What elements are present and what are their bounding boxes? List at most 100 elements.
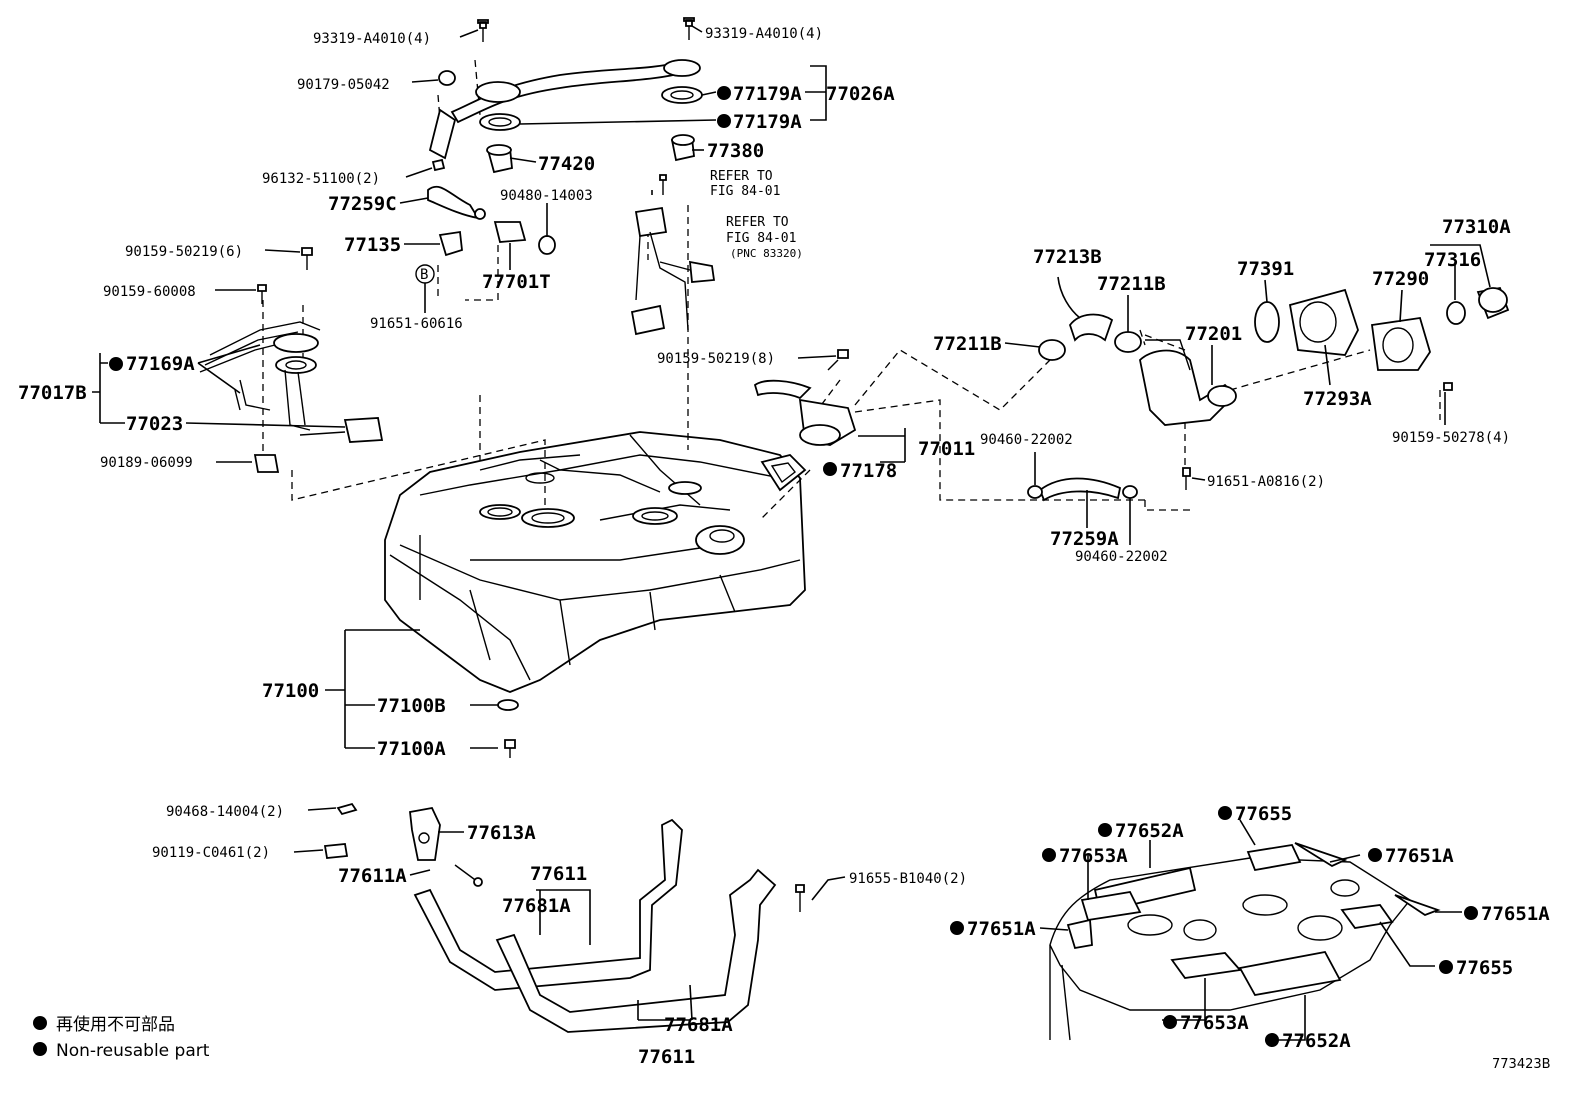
label-90460-1: 90460-22002 xyxy=(980,432,1073,448)
label-77169A: 77169A xyxy=(126,353,195,375)
seal-77316 xyxy=(1446,301,1466,325)
label-77651A-2: 77651A xyxy=(967,918,1036,940)
label-90189: 90189-06099 xyxy=(100,455,193,471)
gasket-77178 xyxy=(760,454,807,492)
label-77655-1: 77655 xyxy=(1235,803,1292,825)
housing-77290 xyxy=(1370,316,1431,371)
filler-pipe-77201 xyxy=(1139,339,1237,426)
label-77701T: 77701T xyxy=(482,271,551,293)
label-77316: 77316 xyxy=(1424,249,1481,271)
label-77179A-1: 77179A xyxy=(733,83,802,105)
label-77026A: 77026A xyxy=(826,83,895,105)
label-91651-60616: 91651-60616 xyxy=(370,316,463,332)
bolt-90119 xyxy=(323,843,349,859)
vent-tube-assembly xyxy=(428,59,701,160)
strap-77611-rear xyxy=(413,818,683,991)
hose-77213B xyxy=(1068,313,1114,342)
screw-icons xyxy=(257,17,1453,912)
label-refer-2a: REFER TO xyxy=(726,215,789,230)
label-77681A-2: 77681A xyxy=(664,1014,733,1036)
legend-jp: 再使用不可部品 xyxy=(56,1014,175,1035)
hose-77259A xyxy=(1027,477,1138,502)
valve-77701T xyxy=(474,208,527,243)
label-77017B: 77017B xyxy=(18,382,87,404)
label-90480: 90480-14003 xyxy=(500,188,593,204)
fuel-tank-77100 xyxy=(384,431,806,693)
label-77259C: 77259C xyxy=(328,193,397,215)
gasket-77391 xyxy=(1254,301,1280,343)
legend: 再使用不可部品 Non-reusable part xyxy=(56,1014,210,1061)
strap-77611-front xyxy=(495,868,777,1033)
fuel-tank-exploded-diagram: 93319-A4010(4) 93319-A4010(4) 90179-0504… xyxy=(18,17,1551,1072)
label-77380: 77380 xyxy=(707,140,764,162)
label-77611-1: 77611 xyxy=(530,863,587,885)
label-77611A: 77611A xyxy=(338,865,407,887)
bolt-90468 xyxy=(336,802,358,816)
label-77651A-3: 77651A xyxy=(1481,903,1550,925)
label-77211B-2: 77211B xyxy=(933,333,1002,355)
label-93319-left: 93319-A4010(4) xyxy=(313,31,431,47)
hose-77259C xyxy=(427,158,480,220)
label-93319-right: 93319-A4010(4) xyxy=(705,26,823,42)
clamp-77211B xyxy=(1038,331,1142,361)
non-reusable-markers xyxy=(33,86,1478,1056)
label-90119: 90119-C0461(2) xyxy=(152,845,270,861)
label-90159-6: 90159-50219(6) xyxy=(125,244,243,260)
grommet-77100B xyxy=(497,699,519,711)
label-90159-50278: 90159-50278(4) xyxy=(1392,430,1510,446)
label-91651-A0816: 91651-A0816(2) xyxy=(1207,474,1325,490)
bracket-77613A xyxy=(409,806,441,861)
label-77100A: 77100A xyxy=(377,738,446,760)
label-77391: 77391 xyxy=(1237,258,1294,280)
label-77179A-2: 77179A xyxy=(733,111,802,133)
label-90159-8: 90159-50219(8) xyxy=(657,351,775,367)
label-refer-2c: (PNC 83320) xyxy=(730,247,803,260)
label-77293A: 77293A xyxy=(1303,388,1372,410)
label-90159-60008: 90159-60008 xyxy=(103,284,196,300)
label-90460-2: 90460-22002 xyxy=(1075,549,1168,565)
gasket-77179A-bottom xyxy=(479,113,521,131)
label-91655: 91655-B1040(2) xyxy=(849,871,967,887)
valve-77380 xyxy=(670,134,695,162)
cap-77310A xyxy=(1476,286,1510,320)
label-77259A: 77259A xyxy=(1050,528,1119,550)
part-labels: 93319-A4010(4) 93319-A4010(4) 90179-0504… xyxy=(18,26,1550,1068)
label-77135: 77135 xyxy=(344,234,401,256)
label-77611-2: 77611 xyxy=(638,1046,695,1068)
label-77201: 77201 xyxy=(1185,323,1242,345)
fuel-tube-assembly-77017B xyxy=(199,321,384,473)
gasket-77179A-top xyxy=(661,86,703,104)
label-90468: 90468-14004(2) xyxy=(166,804,284,820)
label-77290: 77290 xyxy=(1372,268,1429,290)
label-77420: 77420 xyxy=(538,153,595,175)
label-77655-2: 77655 xyxy=(1456,957,1513,979)
clip-77135 xyxy=(438,230,463,257)
label-90179: 90179-05042 xyxy=(297,77,390,93)
legend-en: Non-reusable part xyxy=(56,1041,210,1061)
valve-77420 xyxy=(486,144,513,174)
label-77653A-2: 77653A xyxy=(1180,1012,1249,1034)
tank-underside-protectors xyxy=(1049,842,1441,1041)
label-77011: 77011 xyxy=(918,438,975,460)
label-B: B xyxy=(420,267,428,283)
label-77178: 77178 xyxy=(840,460,897,482)
label-77310A: 77310A xyxy=(1442,216,1511,238)
fuel-sender-gauge xyxy=(630,206,716,336)
label-refer-2b: FIG 84-01 xyxy=(726,231,796,246)
figure-id: 773423B xyxy=(1492,1057,1551,1072)
label-refer-1a: REFER TO xyxy=(710,169,773,184)
bolt-77611A xyxy=(454,864,483,887)
label-77613A: 77613A xyxy=(467,822,536,844)
housing-77293A xyxy=(1288,288,1359,356)
label-96132: 96132-51100(2) xyxy=(262,171,380,187)
label-77100: 77100 xyxy=(262,680,319,702)
label-77653A-1: 77653A xyxy=(1059,845,1128,867)
label-77681A-1: 77681A xyxy=(502,895,571,917)
label-77100B: 77100B xyxy=(377,695,446,717)
label-77651A-1: 77651A xyxy=(1385,845,1454,867)
grommet-90480 xyxy=(538,235,556,255)
label-77652A-1: 77652A xyxy=(1115,820,1184,842)
label-77652A-2: 77652A xyxy=(1282,1030,1351,1052)
label-77023: 77023 xyxy=(126,413,183,435)
label-77213B: 77213B xyxy=(1033,246,1102,268)
